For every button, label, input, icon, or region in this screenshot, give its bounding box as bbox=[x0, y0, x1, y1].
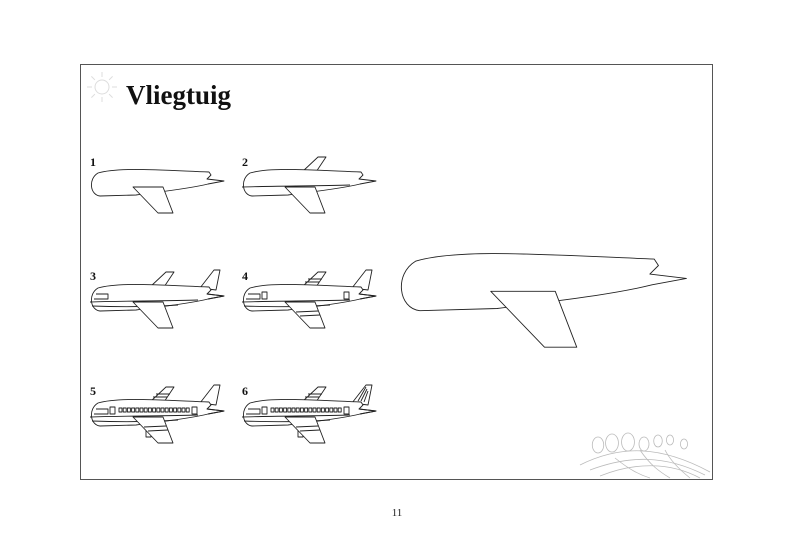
window bbox=[131, 407, 136, 413]
fuselage bbox=[91, 169, 225, 197]
fuselage-stripe bbox=[241, 184, 351, 188]
door-rear bbox=[191, 406, 198, 415]
window bbox=[283, 407, 288, 413]
tail-detail bbox=[357, 386, 369, 403]
airplane-step-5 bbox=[89, 384, 225, 444]
cockpit-window bbox=[94, 408, 109, 415]
window bbox=[126, 407, 131, 413]
belly-line bbox=[91, 304, 179, 308]
window bbox=[168, 407, 173, 413]
fuselage-stripe bbox=[241, 414, 351, 418]
page-number: 11 bbox=[391, 507, 403, 519]
window bbox=[329, 407, 334, 413]
page-frame bbox=[80, 64, 713, 480]
upper-wing-stripes bbox=[153, 393, 170, 398]
airplane-large bbox=[401, 253, 687, 348]
window bbox=[299, 407, 304, 413]
window bbox=[325, 407, 330, 413]
wing-stripes bbox=[295, 310, 321, 317]
upper-wing-stripes bbox=[305, 278, 322, 283]
cockpit-window bbox=[246, 408, 261, 415]
belly-line bbox=[243, 419, 331, 423]
window bbox=[278, 407, 283, 413]
window bbox=[139, 407, 144, 413]
door-front bbox=[109, 406, 116, 415]
tail-cone bbox=[206, 408, 225, 415]
sun-icon bbox=[87, 72, 117, 102]
airplane-step-3 bbox=[89, 269, 225, 329]
fuselage-stripe bbox=[89, 414, 199, 418]
cockpit-window bbox=[246, 293, 261, 300]
lower-wing bbox=[490, 290, 578, 348]
window bbox=[337, 407, 342, 413]
airplane-step-2 bbox=[241, 156, 377, 214]
lower-wing bbox=[284, 186, 326, 214]
airplane-step-4 bbox=[241, 269, 377, 329]
window bbox=[185, 407, 190, 413]
window bbox=[295, 407, 300, 413]
door-rear bbox=[343, 406, 350, 415]
lower-wing bbox=[132, 186, 174, 214]
fuselage-stripe bbox=[89, 299, 199, 303]
window bbox=[173, 407, 178, 413]
lower-wing bbox=[132, 301, 174, 329]
window bbox=[152, 407, 157, 413]
step-number-3: 3 bbox=[90, 269, 96, 283]
airplane-step-1 bbox=[91, 169, 225, 214]
window bbox=[135, 407, 140, 413]
step-number-1: 1 bbox=[90, 155, 96, 169]
page-title: Vliegtuig bbox=[126, 80, 231, 110]
window bbox=[143, 407, 148, 413]
fuselage-stripe bbox=[241, 299, 351, 303]
window bbox=[333, 407, 338, 413]
window bbox=[156, 407, 161, 413]
window bbox=[177, 407, 182, 413]
upper-wing-stripes bbox=[305, 393, 322, 398]
window bbox=[304, 407, 309, 413]
window bbox=[287, 407, 292, 413]
lower-wing bbox=[284, 416, 326, 444]
window bbox=[160, 407, 165, 413]
window bbox=[291, 407, 296, 413]
tail-cone bbox=[358, 293, 377, 300]
belly-line bbox=[91, 419, 179, 423]
window bbox=[118, 407, 123, 413]
window bbox=[122, 407, 127, 413]
fuselage bbox=[401, 253, 687, 312]
lower-wing bbox=[132, 416, 174, 444]
window bbox=[308, 407, 313, 413]
window bbox=[312, 407, 317, 413]
step-number-6: 6 bbox=[242, 384, 248, 398]
window bbox=[147, 407, 152, 413]
wing-stripes bbox=[295, 425, 321, 432]
belly-line bbox=[243, 304, 331, 308]
window bbox=[181, 407, 186, 413]
tail-cone bbox=[358, 408, 377, 415]
window bbox=[320, 407, 325, 413]
door-front bbox=[261, 406, 268, 415]
window bbox=[270, 407, 275, 413]
door-front bbox=[261, 291, 268, 300]
wing-stripes bbox=[143, 425, 169, 432]
door-rear bbox=[343, 291, 350, 300]
step-number-2: 2 bbox=[242, 155, 248, 169]
lower-wing bbox=[284, 301, 326, 329]
step-number-4: 4 bbox=[242, 269, 248, 283]
window bbox=[316, 407, 321, 413]
window bbox=[164, 407, 169, 413]
step-number-5: 5 bbox=[90, 384, 96, 398]
fuselage bbox=[243, 169, 377, 197]
tail-cone bbox=[206, 293, 225, 300]
window bbox=[274, 407, 279, 413]
airplane-step-6 bbox=[241, 384, 377, 444]
cockpit-window bbox=[94, 293, 109, 300]
field-trees-icon bbox=[579, 432, 711, 479]
